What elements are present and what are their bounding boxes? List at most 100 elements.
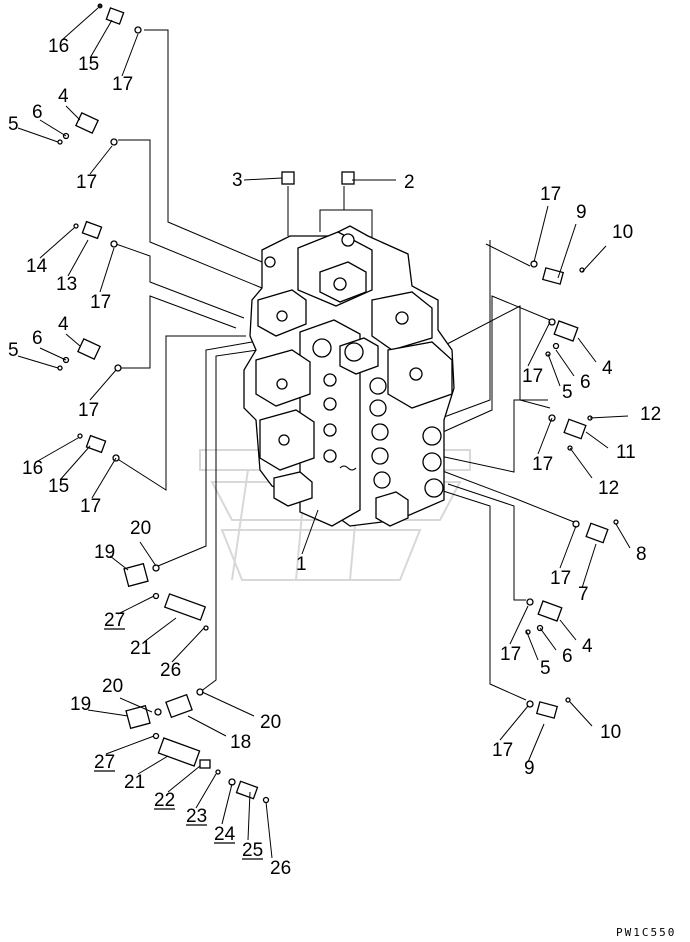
- leader-line-c11: [585, 431, 609, 449]
- leader-line-c17i: [559, 525, 577, 569]
- callout-c17i: 17: [550, 568, 571, 589]
- callout-c5d: 5: [540, 658, 551, 679]
- fitting-4-right: [545, 318, 579, 357]
- fitting-19-top: [123, 562, 160, 588]
- fitting-15-low: [77, 433, 120, 462]
- callout-c17d: 17: [90, 292, 111, 313]
- callout-c7: 7: [578, 584, 589, 605]
- callout-c3: 3: [232, 170, 243, 191]
- leader-line-c17h: [91, 457, 117, 499]
- fitting-15-top: [97, 3, 142, 34]
- fitting-22-25: [199, 759, 270, 804]
- callout-c13: 13: [56, 274, 77, 295]
- fitting-2: [341, 171, 355, 185]
- callout-c11: 11: [616, 442, 636, 463]
- leader-line-c8: [615, 523, 631, 549]
- callout-c26a: 26: [160, 660, 181, 681]
- leader-line-c17a: [121, 33, 139, 77]
- leader-line-c17f: [89, 369, 117, 401]
- callout-c19b: 19: [70, 694, 91, 715]
- control-valve-assembly: [243, 225, 455, 527]
- leader-line-c17k: [499, 705, 529, 741]
- fittings: [57, 3, 619, 804]
- leader-line-c4c: [577, 337, 597, 363]
- leader-line-c5d: [525, 629, 539, 661]
- callout-c27a: 27: [104, 610, 125, 631]
- callout-c12b: 12: [598, 478, 619, 499]
- callout-c9a: 9: [576, 202, 587, 223]
- leader-line-c14: [39, 227, 75, 259]
- callout-c6a: 6: [32, 102, 43, 123]
- leader-line-c19b: [87, 709, 129, 717]
- leader-line-c20a: [139, 541, 157, 567]
- callout-c6d: 6: [562, 646, 573, 667]
- leader-line-c6b: [39, 347, 67, 361]
- leader-line-c17b: [89, 145, 113, 175]
- leader-line-c17g: [537, 417, 553, 455]
- leader-line-c21b: [137, 755, 169, 775]
- callout-c5b: 5: [8, 340, 19, 361]
- leader-line-c5c: [547, 353, 561, 387]
- callout-c24: 24: [214, 824, 236, 845]
- callout-c17k: 17: [492, 740, 513, 761]
- callout-c25: 25: [242, 840, 263, 861]
- callout-c5a: 5: [8, 114, 19, 135]
- leader-line-c6a: [39, 119, 67, 137]
- callout-c20a: 20: [130, 518, 151, 539]
- leader-line-c5b: [17, 355, 59, 369]
- drawing-code: PW1C550: [616, 926, 676, 939]
- fitting-11: [548, 414, 593, 451]
- leader-line-c24: [221, 783, 233, 825]
- callout-c17c: 17: [540, 184, 561, 205]
- leader-line-c12a: [589, 415, 629, 419]
- callout-c17g: 17: [532, 454, 553, 475]
- leader-line-c6d: [539, 627, 557, 651]
- callout-c12a: 12: [640, 404, 661, 425]
- callout-c4a: 4: [58, 86, 69, 107]
- callout-c19a: 19: [94, 542, 115, 563]
- leader-line-c16a: [61, 7, 99, 41]
- callout-c4c: 4: [602, 358, 613, 379]
- leader-line-c9b: [527, 723, 545, 763]
- fitting-7: [572, 519, 619, 544]
- callout-c15b: 15: [48, 476, 69, 497]
- leader-line-c20b: [119, 697, 153, 713]
- callout-c18: 18: [230, 732, 251, 753]
- callout-c17b: 17: [76, 172, 97, 193]
- callout-c4d: 4: [582, 636, 593, 657]
- callout-c10b: 10: [600, 722, 621, 743]
- leader-line-c17e: [527, 321, 551, 367]
- callout-c20c: 20: [260, 712, 281, 733]
- callout-c16a: 16: [48, 36, 69, 57]
- leader-line-c10b: [569, 701, 593, 727]
- fitting-21-top: [152, 592, 209, 631]
- callout-c17e: 17: [522, 366, 543, 387]
- leader-line-c4a: [65, 105, 81, 121]
- fitting-19-low: [125, 704, 151, 730]
- callout-c15a: 15: [78, 54, 99, 75]
- callout-c21b: 21: [124, 772, 145, 793]
- fitting-4-lower: [525, 598, 563, 635]
- callout-c16b: 16: [22, 458, 43, 479]
- leader-line-c20c: [201, 691, 255, 717]
- callout-c5c: 5: [562, 382, 573, 403]
- leader-line-c23: [195, 773, 217, 809]
- leader-line-c15b: [59, 445, 91, 481]
- leader-line-c16b: [35, 437, 79, 463]
- leader-line-c15a: [89, 19, 113, 59]
- callout-c22: 22: [154, 790, 175, 811]
- callout-c14: 14: [26, 256, 48, 277]
- callout-c6b: 6: [32, 328, 43, 349]
- leader-line-c26b: [265, 801, 273, 859]
- callout-c27b: 27: [94, 752, 115, 773]
- callout-c9b: 9: [524, 758, 535, 779]
- callout-c8: 8: [636, 544, 647, 565]
- leader-line-c1: [301, 509, 319, 555]
- fitting-18: [154, 688, 204, 719]
- leader-line-c12b: [569, 447, 593, 479]
- leader-line-c19a: [109, 555, 129, 571]
- leader-line-c13: [67, 239, 89, 277]
- fitting-13: [73, 220, 118, 248]
- fitting-4-top: [57, 111, 118, 146]
